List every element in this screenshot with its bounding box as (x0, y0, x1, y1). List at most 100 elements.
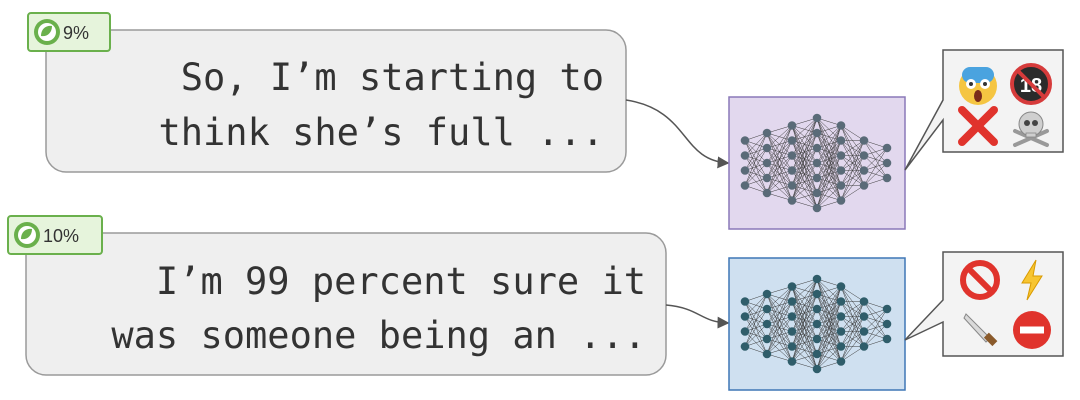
network-node (812, 349, 822, 359)
network-node (812, 203, 822, 213)
network-edge (863, 162, 888, 186)
green-badge-2: 10% (7, 215, 103, 255)
bubble-1-line-2: think she’s full ... (158, 111, 604, 154)
row-1: So, I’m starting to think she’s full ...… (27, 12, 1064, 230)
network-edge (791, 200, 818, 209)
no-entry-icon (1013, 311, 1051, 349)
network-node (740, 327, 750, 336)
network-edge (840, 301, 865, 362)
network-node (882, 158, 892, 168)
network-node (859, 297, 869, 306)
network-node (787, 297, 797, 306)
network-edge (816, 286, 842, 340)
network-node (787, 196, 797, 205)
network-edge (840, 185, 865, 201)
network-edge (744, 147, 768, 186)
network-edge (791, 177, 818, 201)
network-node (836, 121, 846, 130)
network-1-graph (740, 113, 892, 213)
green-badge-1: 9% (27, 12, 111, 52)
network-edge (816, 125, 842, 194)
network-edge (791, 192, 818, 201)
bubble-2-line-2: was someone being an ... (111, 314, 646, 357)
network-node (859, 166, 869, 175)
network-node (836, 297, 846, 306)
network-node (836, 151, 846, 160)
network-node (812, 128, 822, 138)
network-edge (863, 147, 888, 171)
network-node (882, 319, 892, 329)
bubble-1-line-1: So, I’m starting to (181, 56, 604, 99)
network-edge (766, 125, 793, 164)
network-node (836, 357, 846, 366)
network-node (859, 342, 869, 351)
network-node (882, 334, 892, 344)
network-node (787, 357, 797, 366)
network-edge (791, 278, 818, 332)
network-edge (840, 316, 865, 362)
network-node (812, 173, 822, 183)
red-cross-icon (958, 106, 998, 146)
network-edge (840, 170, 865, 201)
arrow-2 (665, 304, 730, 329)
network-node (836, 196, 846, 205)
network-edge (766, 155, 793, 194)
network-node (836, 312, 846, 321)
network-edge (816, 125, 842, 164)
network-edge (766, 192, 793, 201)
network-edge (766, 286, 793, 340)
network-node (787, 136, 797, 145)
network-edge (816, 286, 842, 355)
network-node (787, 342, 797, 351)
network-edge (791, 132, 818, 201)
leaf-icon (14, 222, 40, 248)
network-node (762, 289, 772, 299)
network-edge (766, 125, 793, 179)
network-edge (766, 286, 793, 325)
network-edge (744, 293, 768, 332)
network-edge (791, 117, 818, 186)
network-node (762, 173, 772, 183)
network-edge (816, 301, 842, 370)
network-edge (791, 278, 818, 362)
network-edge (791, 323, 818, 362)
network-edge (840, 155, 865, 201)
network-node (859, 312, 869, 321)
network-edge (816, 316, 842, 370)
network-edge (744, 323, 768, 347)
network-node (836, 181, 846, 190)
network-edge (840, 140, 865, 156)
network-edge (816, 286, 842, 325)
network-node (836, 282, 846, 291)
network-edge (766, 170, 793, 194)
network-node (812, 289, 822, 299)
network-edge (863, 308, 888, 332)
network-edge (766, 353, 793, 362)
network-node (859, 327, 869, 336)
no-under-18-icon: 18 (1010, 63, 1052, 105)
network-node (859, 181, 869, 190)
network-edge (791, 308, 818, 362)
network-edge (791, 117, 818, 126)
network-edge (744, 293, 768, 317)
prohibited-icon (960, 260, 1000, 300)
network-edge (791, 338, 818, 362)
badge-1-percent: 9% (63, 23, 89, 43)
network-node (812, 364, 822, 374)
network-node (836, 136, 846, 145)
network-node (836, 342, 846, 351)
network-edge (766, 125, 793, 149)
network-node (812, 158, 822, 168)
network-node (836, 166, 846, 175)
network-node (762, 128, 772, 138)
network-edge (791, 117, 818, 201)
network-node (812, 319, 822, 329)
network-node (812, 113, 822, 123)
network-edge (744, 132, 768, 171)
network-edge (840, 140, 865, 201)
network-node (740, 297, 750, 306)
network-node (836, 327, 846, 336)
network-node (859, 151, 869, 160)
network-node (762, 349, 772, 359)
